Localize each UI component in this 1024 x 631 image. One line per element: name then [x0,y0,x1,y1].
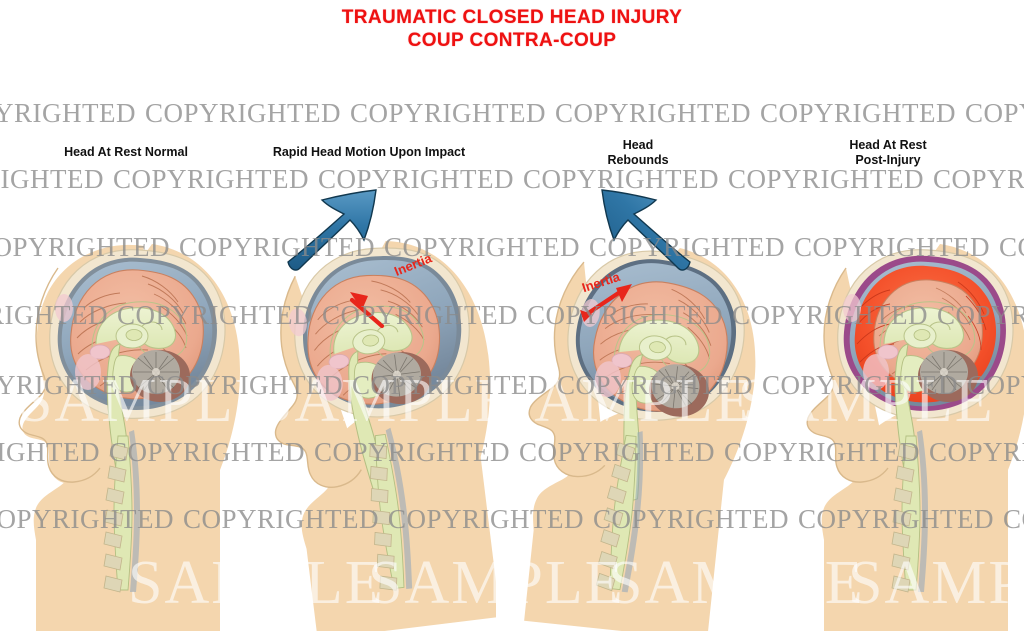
impact-arrow-layer-2 [240,0,496,631]
cerebellum-1 [130,350,190,402]
cerebellum-4 [918,350,978,402]
spinal-column-2 [369,427,413,591]
brain-2 [288,274,441,499]
inertia-arrow-3 [580,284,632,322]
spinal-column-3 [595,431,644,593]
impact-arrow-3 [601,189,691,271]
brain-4 [843,265,997,493]
panel-rapid-head-motion-upon-impact [240,0,496,631]
panel-head-at-rest-post-injury [780,0,1024,631]
head-figure-3 [508,0,764,631]
vertebrae-3 [595,442,636,592]
head-figure-1 [0,0,248,631]
vertebrae-4 [891,443,917,593]
injury-gyri-4 [856,281,987,363]
impact-arrow-2 [287,189,377,271]
cerebellum-3 [649,364,709,417]
head-figure-2 [240,0,496,631]
panel-head-rebounds [508,0,764,631]
cerebellum-2 [371,351,432,405]
vertebrae-1 [103,443,129,593]
spinal-column-4 [891,430,928,593]
impact-arrow-layer-3 [508,0,764,631]
inertia-arrow-2 [349,292,385,329]
spinal-column-1 [103,430,140,593]
head-figure-4 [780,0,1024,631]
panel-head-at-rest-normal [0,0,248,631]
vertebrae-2 [369,443,398,591]
